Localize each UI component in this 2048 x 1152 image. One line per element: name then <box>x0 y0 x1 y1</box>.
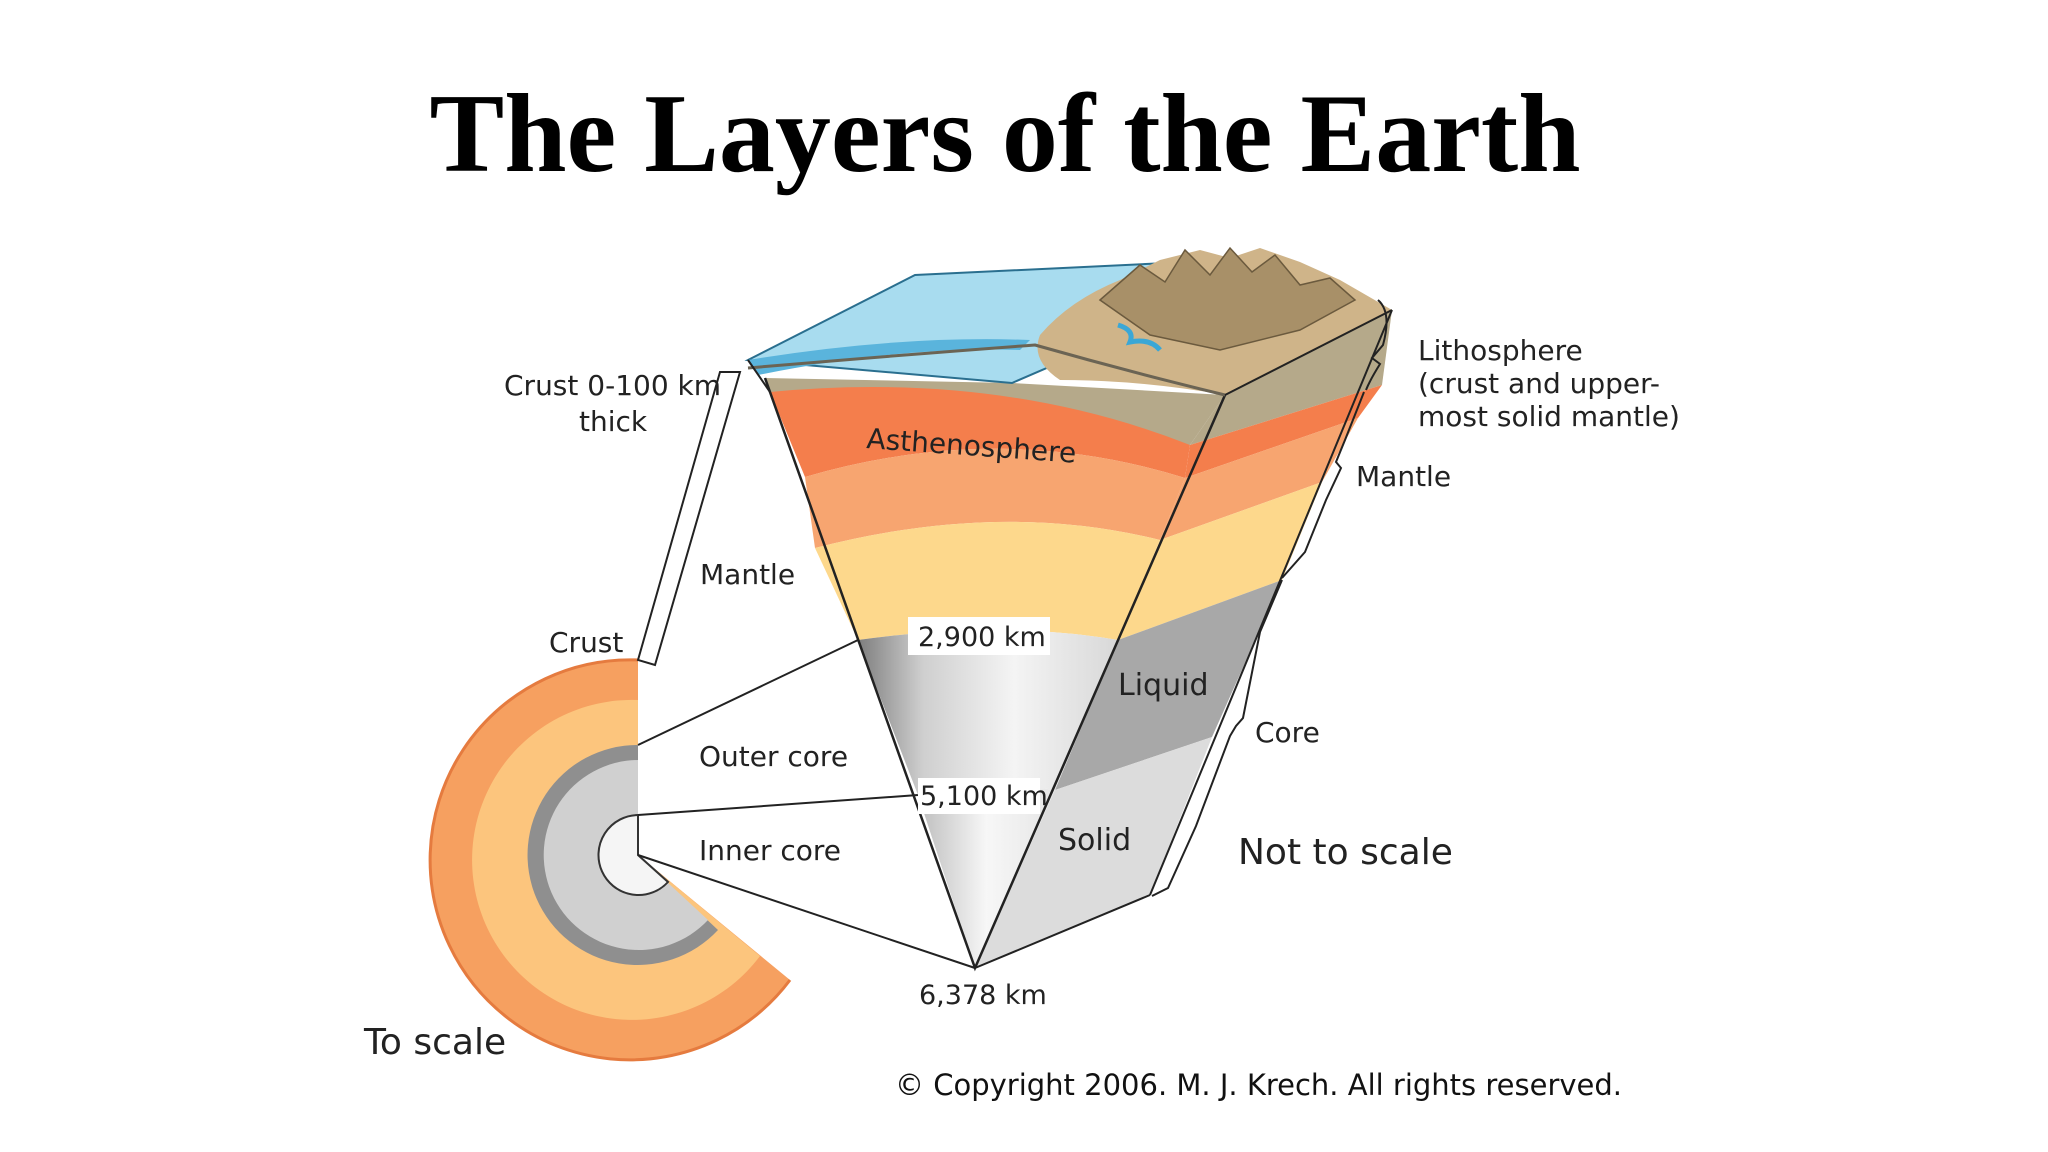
front-face-asthenosphere <box>770 387 1190 478</box>
to-scale-inner-core <box>597 813 670 896</box>
outer-core-label: Outer core <box>699 740 848 773</box>
depth-6378-label: 6,378 km <box>919 980 1047 1011</box>
right-braces <box>1151 299 1388 897</box>
liquid-label: Liquid <box>1118 668 1208 703</box>
crust-line <box>747 343 1226 397</box>
crust-label: Crust <box>549 626 623 659</box>
block-diagram <box>744 246 1393 972</box>
ocean-water-layer <box>748 339 1030 375</box>
to-scale-label: To scale <box>363 1022 506 1063</box>
depth-5100-label: 5,100 km <box>920 781 1048 812</box>
not-to-scale-label: Not to scale <box>1238 832 1453 873</box>
lithosphere-label-3: most solid mantle) <box>1418 400 1680 433</box>
inner-core-label: Inner core <box>699 834 841 867</box>
to-scale-earth-section <box>428 658 792 1062</box>
right-face-crust <box>1190 310 1392 445</box>
solid-label: Solid <box>1058 823 1131 858</box>
right-face-inner-core <box>975 737 1212 968</box>
mantle-label-right: Mantle <box>1356 460 1451 493</box>
crust-thickness-label-1: Crust 0-100 km <box>504 369 721 402</box>
front-face-mantle-upper <box>805 448 1185 548</box>
front-face-mantle-lower <box>815 521 1160 640</box>
right-face-asthenosphere <box>1185 385 1382 478</box>
crust-thickness-label-2: thick <box>579 405 648 438</box>
right-face-outer-core <box>1055 580 1282 790</box>
front-face-inner-core <box>918 786 1055 968</box>
connector-lines <box>636 371 976 969</box>
lithosphere-label-2: (crust and upper- <box>1418 367 1660 400</box>
depth-2900-label: 2,900 km <box>918 622 1046 653</box>
right-face-mantle-lower <box>1118 482 1322 640</box>
core-label: Core <box>1255 716 1320 749</box>
mantle-label-left: Mantle <box>700 558 795 591</box>
right-face-mantle-upper <box>1160 418 1358 540</box>
river <box>1117 322 1162 352</box>
mountains <box>1098 246 1357 351</box>
page-title: The Layers of the Earth <box>429 72 1581 196</box>
lithosphere-label-1: Lithosphere <box>1418 334 1583 367</box>
front-face-outer-core <box>858 630 1118 795</box>
to-scale-outline <box>428 658 792 1062</box>
copyright-notice: © Copyright 2006. M. J. Krech. All right… <box>895 1068 1622 1102</box>
